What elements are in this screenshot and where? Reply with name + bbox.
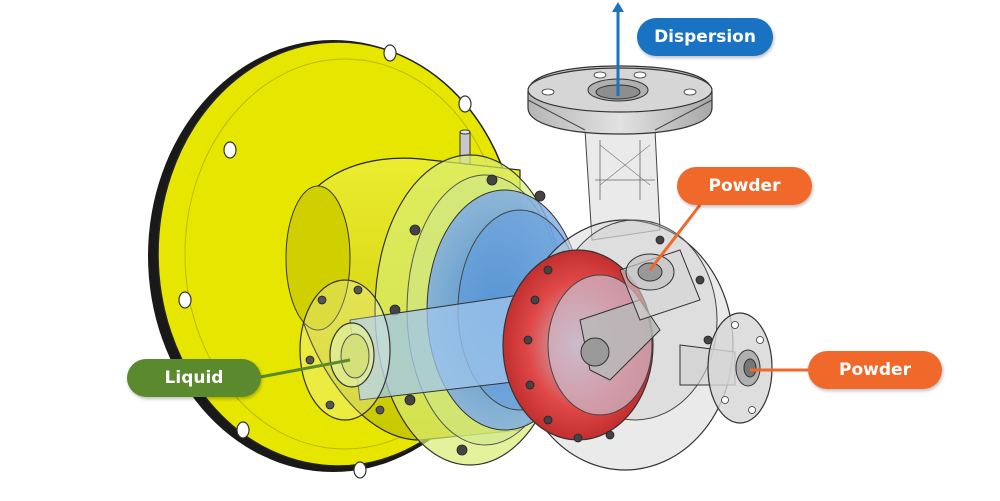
- outlet-flange: [527, 65, 713, 135]
- powder-top-label: Powder: [677, 167, 812, 205]
- impeller: [502, 249, 661, 441]
- liquid-leader: [254, 358, 351, 380]
- flange-bolt-holes: [178, 44, 472, 479]
- powder-inlet-top: [619, 249, 701, 321]
- powder-side-label: Powder: [808, 351, 942, 389]
- dispersion-label: Dispersion: [637, 18, 773, 56]
- housing-bolts: [389, 174, 546, 456]
- liquid-label: Liquid: [127, 359, 261, 397]
- powder-top-leader: [648, 204, 702, 271]
- inlet-flange-bolts: [305, 285, 385, 415]
- dispersion-arrow: [612, 2, 624, 96]
- impeller-bolts: [523, 235, 713, 443]
- powder-inlet-side: [679, 312, 773, 424]
- liquid-inlet-pipe: [299, 279, 531, 421]
